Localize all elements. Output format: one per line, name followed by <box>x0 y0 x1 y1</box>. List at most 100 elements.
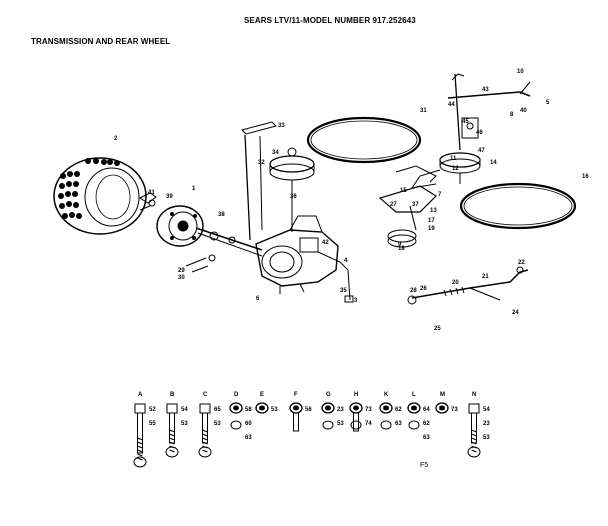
hardware-code: 62 <box>423 421 430 427</box>
transmission-pulley <box>269 147 315 232</box>
callout-46: 46 <box>476 130 483 136</box>
callout-7: 7 <box>438 192 442 198</box>
callout-10: 10 <box>517 69 524 75</box>
hardware-code: 73 <box>451 407 458 413</box>
callout-24: 24 <box>512 310 519 316</box>
callout-18: 18 <box>398 246 405 252</box>
callout-41: 41 <box>148 190 155 196</box>
callout-35: 35 <box>340 288 347 294</box>
hardware-f: F56 <box>289 392 312 432</box>
callout-27: 27 <box>390 202 397 208</box>
callout-3: 3 <box>354 298 358 304</box>
hardware-c: C 65 53 <box>198 392 221 458</box>
hardware-code: 63 <box>423 435 430 441</box>
hardware-e: E 53 <box>255 392 278 414</box>
callout-42: 42 <box>322 240 329 246</box>
hardware-letter: K <box>384 392 389 398</box>
hardware-code: 56 <box>305 407 312 413</box>
hardware-letter: M <box>440 392 445 398</box>
callout-37: 37 <box>412 202 419 208</box>
hardware-m: M 73 <box>435 392 458 414</box>
secondary-belt <box>459 182 577 230</box>
callout-5: 5 <box>546 100 550 106</box>
callout-30: 30 <box>178 275 185 281</box>
hardware-letter: A <box>138 392 143 398</box>
hardware-code: 60 <box>245 421 252 427</box>
clutch-pulley <box>410 152 481 189</box>
hardware-code: 52 <box>149 407 156 413</box>
hardware-letter: D <box>234 392 239 398</box>
callout-47: 47 <box>478 148 485 154</box>
hardware-letter: H <box>354 392 358 398</box>
hardware-code: 73 <box>365 407 372 413</box>
hardware-letter: G <box>326 392 331 398</box>
hardware-letter: E <box>260 392 264 398</box>
wheel-rim <box>156 205 204 247</box>
callout-34: 34 <box>272 150 279 156</box>
hardware-letter: C <box>203 392 208 398</box>
callout-29: 29 <box>178 268 185 274</box>
callout-45: 45 <box>462 119 469 125</box>
hardware-d: D 58 60 63 <box>229 392 252 441</box>
hardware-a: A 52 55 <box>133 392 156 468</box>
hardware-code: 55 <box>149 421 156 427</box>
hardware-code: 74 <box>365 421 372 427</box>
callout-11: 11 <box>450 156 457 162</box>
hardware-code: 53 <box>181 421 188 427</box>
hardware-g: G 23 53 <box>321 392 344 430</box>
callout-14: 14 <box>490 160 497 166</box>
hardware-code: 54 <box>483 407 490 413</box>
rear-tire <box>53 157 147 235</box>
hardware-code: 53 <box>214 421 221 427</box>
hardware-code: 58 <box>245 407 252 413</box>
callout-21: 21 <box>482 274 489 280</box>
footer-code: F5 <box>420 462 429 469</box>
hardware-code: 63 <box>245 435 252 441</box>
hardware-letter: L <box>412 392 416 398</box>
hardware-code: 53 <box>337 421 344 427</box>
hardware-n: N 54 23 53 <box>467 392 490 458</box>
callout-12: 12 <box>452 166 459 172</box>
callout-40: 40 <box>520 108 527 114</box>
callout-6: 6 <box>256 296 260 302</box>
callout-19: 19 <box>428 226 435 232</box>
hardware-k: K 62 63 <box>379 392 402 430</box>
callout-16: 16 <box>582 174 589 180</box>
callout-25: 25 <box>434 326 441 332</box>
hardware-letter: B <box>170 392 175 398</box>
callout-33: 33 <box>278 123 285 129</box>
callout-17: 17 <box>428 218 435 224</box>
callout-2: 2 <box>114 136 118 142</box>
hardware-code: 53 <box>483 435 490 441</box>
hardware-code: 62 <box>395 407 402 413</box>
hardware-b: B 54 53 <box>165 392 188 458</box>
callout-1: 1 <box>192 186 196 192</box>
diagram-subtitle: TRANSMISSION AND REAR WHEEL <box>31 37 171 46</box>
callout-44: 44 <box>448 102 455 108</box>
callout-39: 39 <box>166 194 173 200</box>
hardware-code: 65 <box>214 407 221 413</box>
callout-8: 8 <box>510 112 514 118</box>
hardware-code: 63 <box>395 421 402 427</box>
callout-22: 22 <box>518 260 525 266</box>
callout-31: 31 <box>420 108 427 114</box>
hardware-code: 23 <box>483 421 490 427</box>
hardware-h: H 73 74 <box>349 392 372 432</box>
hardware-letter: N <box>472 392 476 398</box>
callout-15: 15 <box>400 188 407 194</box>
callout-4: 4 <box>344 258 348 264</box>
callout-43: 43 <box>482 87 489 93</box>
callout-38: 38 <box>218 212 225 218</box>
idler-bracket <box>378 165 437 248</box>
callout-20: 20 <box>452 280 459 286</box>
transmission-housing <box>255 215 349 294</box>
callout-36: 36 <box>290 194 297 200</box>
hardware-code: 23 <box>337 407 344 413</box>
hardware-code: 54 <box>181 407 188 413</box>
callout-9: 9 <box>398 242 402 248</box>
callout-26: 26 <box>420 286 427 292</box>
hardware-code: 64 <box>423 407 430 413</box>
hardware-code: 53 <box>271 407 278 413</box>
